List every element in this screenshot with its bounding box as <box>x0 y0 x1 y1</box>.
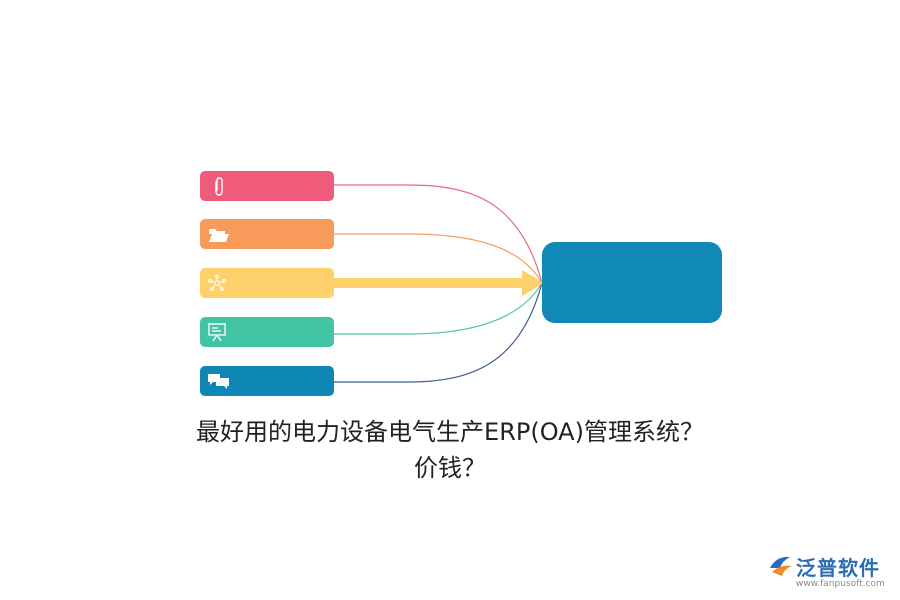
diagram-item-5 <box>200 366 334 396</box>
diagram-item-3 <box>200 268 334 298</box>
diagram-item-4 <box>200 317 334 347</box>
connector-2 <box>333 233 543 284</box>
page-title-line-2: 价钱？ <box>414 454 486 482</box>
page-title-line-1: 最好用的电力设备电气生产ERP(OA)管理系统？ <box>196 418 704 446</box>
diagram-target-box <box>542 242 722 323</box>
paperclip-icon <box>215 177 223 196</box>
connector-4 <box>333 282 543 335</box>
diagram-item-1 <box>200 171 334 201</box>
folder-open-icon <box>209 229 229 242</box>
brand-logo[interactable]: 泛普软件 www.fanpusoft.com <box>766 552 892 596</box>
diagram-item-2 <box>200 219 334 249</box>
connector-3-arrowhead <box>522 270 544 296</box>
brand-name: 泛普软件 <box>796 556 880 580</box>
connector-1 <box>333 184 543 284</box>
presentation-icon <box>208 323 226 342</box>
brand-url: www.fanpusoft.com <box>796 579 885 589</box>
connector-5 <box>333 282 543 383</box>
brand-mark-icon <box>770 556 792 576</box>
chat-bubbles-icon <box>208 374 229 389</box>
network-icon <box>208 274 226 291</box>
connector-3-shaft <box>333 278 525 288</box>
